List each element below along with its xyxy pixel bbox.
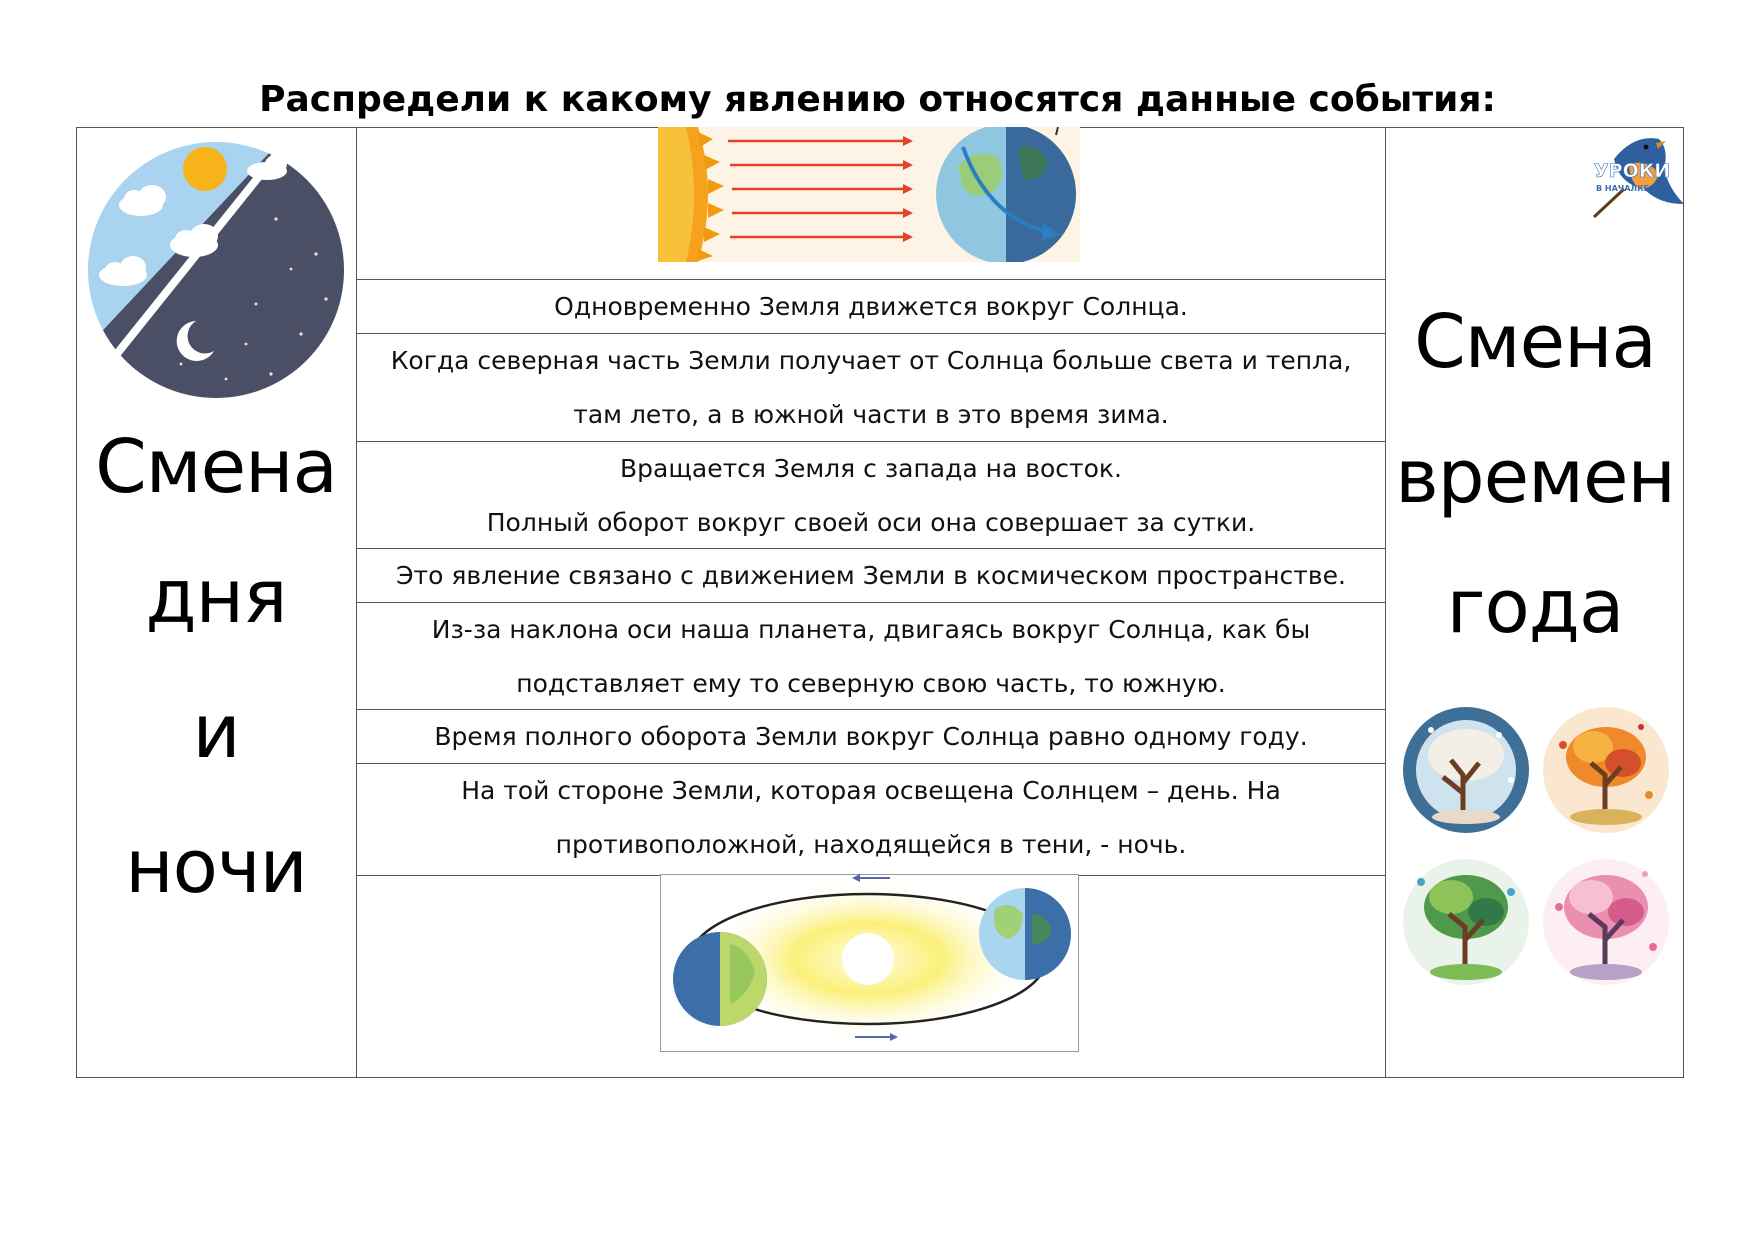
statement-line: Полный оборот вокруг своей оси она совер… [486, 508, 1256, 537]
statement-row[interactable]: На той стороне Земли, которая освещена С… [357, 763, 1385, 875]
statement-line: Одновременно Земля движется вокруг Солнц… [554, 292, 1188, 321]
autumn-tree-icon [1543, 707, 1669, 833]
statement-line: Вращается Земля с запада на восток. [620, 454, 1122, 483]
statement-row[interactable]: Из-за наклона оси наша планета, двигаясь… [357, 602, 1385, 709]
statement-line: противоположной, находящейся в тени, - н… [555, 830, 1187, 859]
sun-rays-earth-illustration [658, 127, 1080, 262]
right-category-cell: УРОКИ В НАЧАЛКЕ Смена времен года [1385, 127, 1684, 1078]
statement-row[interactable]: Когда северная часть Земли получает от С… [357, 333, 1385, 441]
spring-tree-icon [1543, 859, 1669, 985]
statement-line: Это явление связано с движением Земли в … [396, 561, 1346, 590]
statement-row[interactable]: Вращается Земля с запада на восток. Полн… [357, 441, 1385, 548]
statement-row[interactable]: Это явление связано с движением Земли в … [357, 548, 1385, 602]
statement-line: Когда северная часть Земли получает от С… [390, 346, 1352, 375]
statement-row[interactable]: Одновременно Земля движется вокруг Солнц… [357, 279, 1385, 333]
statement-line: подставляет ему то северную свою часть, … [516, 669, 1226, 698]
summer-tree-icon [1403, 859, 1529, 985]
category-word: года [1446, 564, 1625, 650]
category-word: и [192, 689, 240, 775]
category-word: дня [145, 554, 287, 640]
statement-row[interactable]: Время полного оборота Земли вокруг Солнц… [357, 709, 1385, 763]
winter-tree-icon [1403, 707, 1529, 833]
category-word: Смена [1414, 299, 1657, 385]
category-word: ночи [125, 824, 307, 910]
statement-line: там лето, а в южной части в это время зи… [573, 400, 1169, 429]
statement-line: На той стороне Земли, которая освещена С… [461, 776, 1281, 805]
category-word: Смена [95, 424, 338, 510]
earth-orbit-illustration [660, 874, 1079, 1052]
page-title: Распредели к какому явлению относятся да… [259, 79, 1496, 120]
statement-line: Время полного оборота Земли вокруг Солнц… [434, 722, 1308, 751]
logo-subtitle: В НАЧАЛКЕ [1596, 184, 1649, 193]
logo-title: УРОКИ [1594, 160, 1670, 182]
category-word: времен [1395, 434, 1676, 520]
statement-line: Из-за наклона оси наша планета, двигаясь… [431, 615, 1311, 644]
day-night-icon [88, 129, 344, 398]
left-category-cell: Смена дня и ночи [76, 127, 357, 1078]
bird-logo-icon: УРОКИ В НАЧАЛКЕ [1592, 138, 1684, 219]
